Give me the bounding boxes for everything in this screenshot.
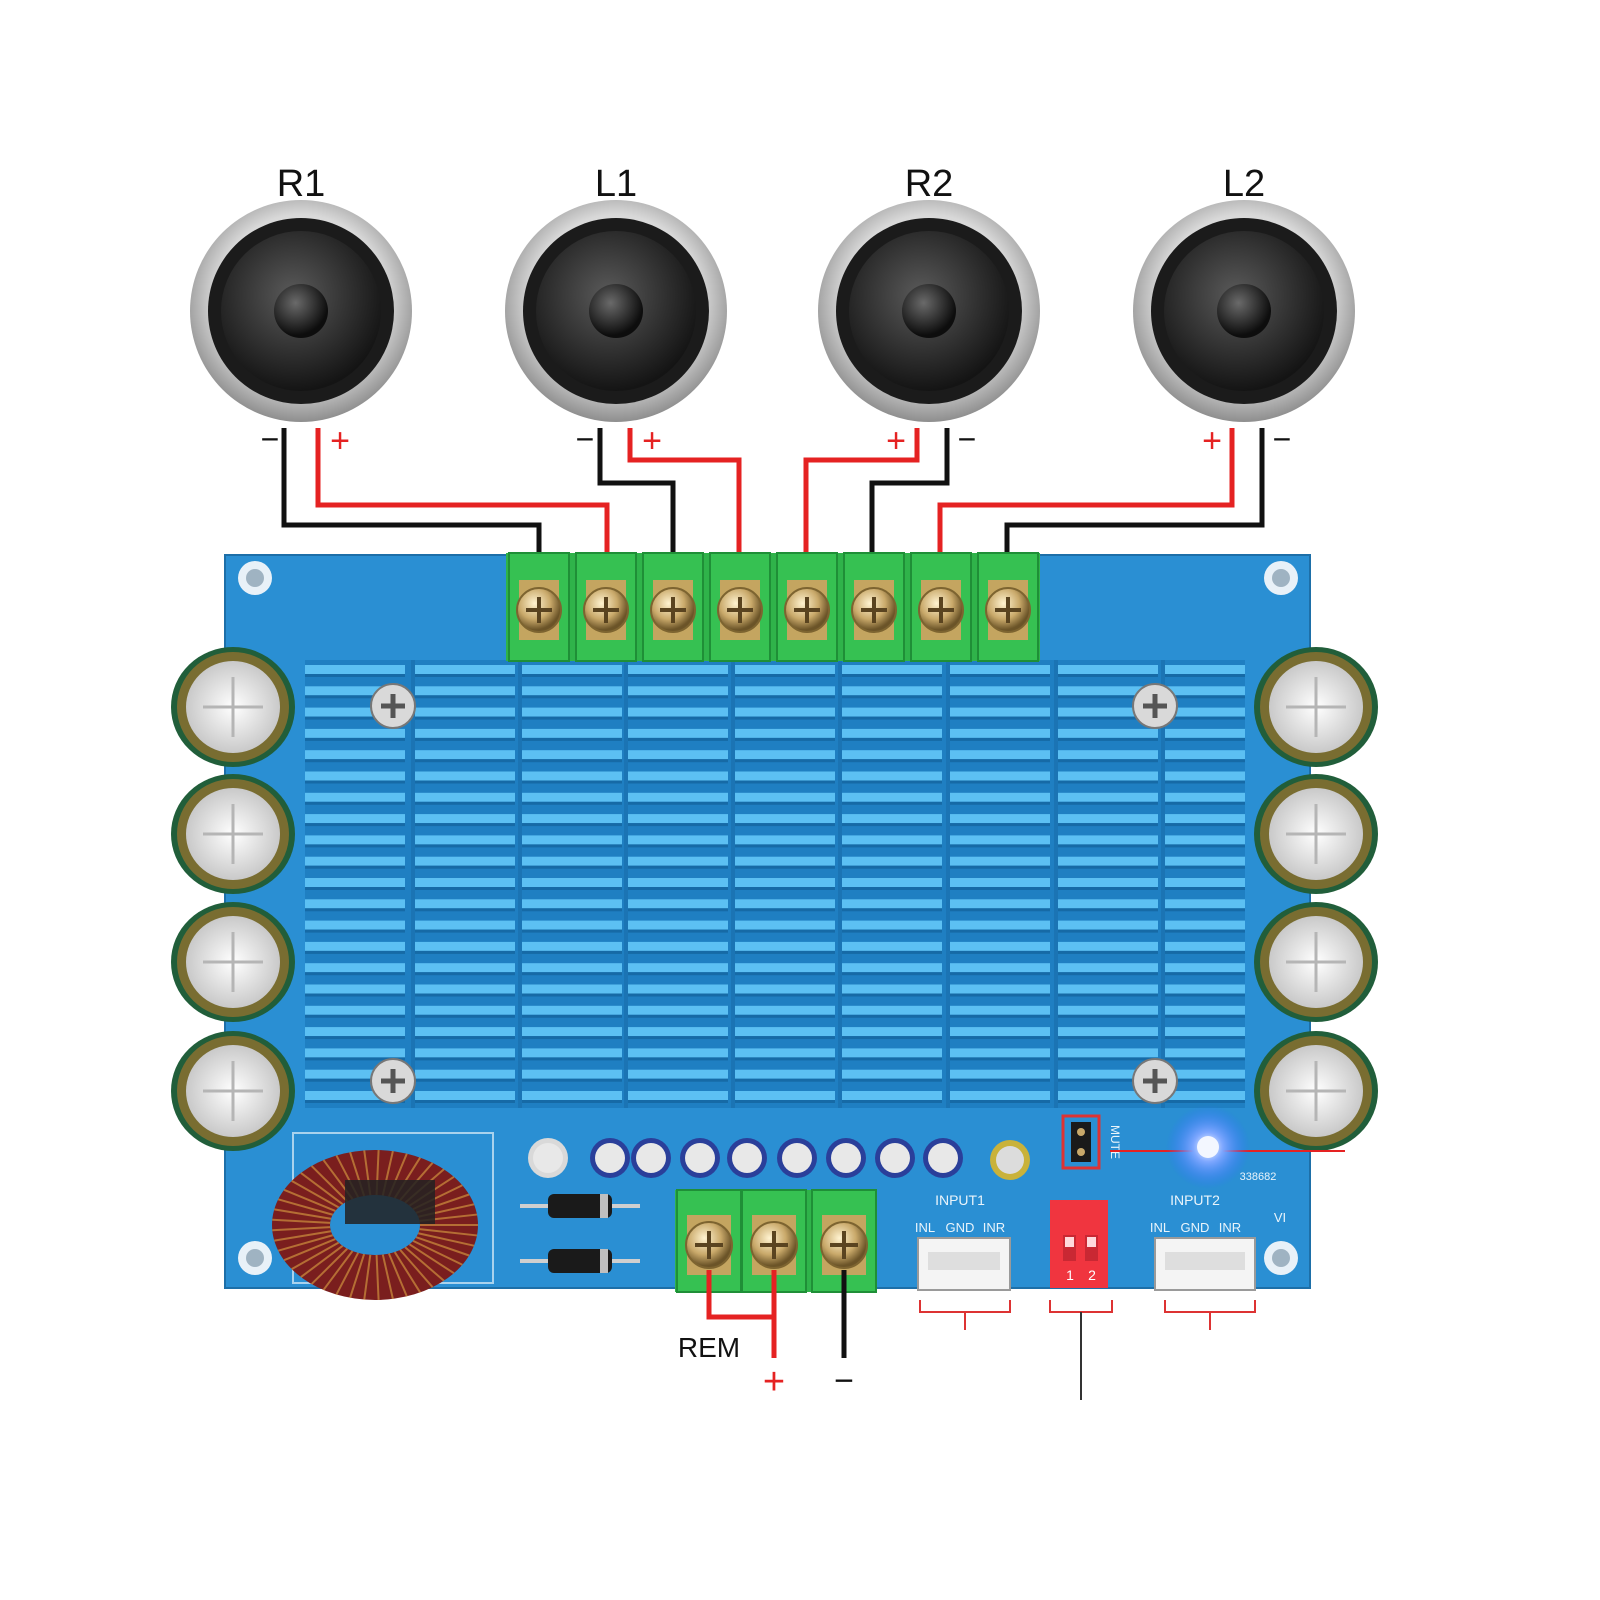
- l2-plus-wire: [937, 428, 1235, 558]
- speaker-plus-label: +: [886, 422, 906, 460]
- dip-label-2: 2: [1088, 1267, 1096, 1283]
- speaker-wires: [281, 428, 1265, 558]
- speaker-label: L2: [1223, 163, 1265, 205]
- v-label: VI: [1274, 1210, 1286, 1225]
- r1-minus-wire: [281, 428, 542, 558]
- power-plus-label: +: [763, 1361, 785, 1403]
- small-capacitors: [528, 1138, 1030, 1180]
- input1-pin-gnd: GND: [946, 1220, 975, 1235]
- speaker-minus-label: −: [576, 421, 595, 457]
- r2-minus-wire: [869, 428, 950, 558]
- speaker-label: R1: [277, 163, 326, 205]
- mute-label: MUTE: [1108, 1125, 1122, 1159]
- dip-label-1: 1: [1066, 1267, 1074, 1283]
- speaker-minus-label: −: [261, 421, 280, 457]
- r2-plus-wire: [803, 428, 920, 558]
- rem-wire: [706, 1270, 774, 1320]
- rem-label: REM: [678, 1332, 740, 1363]
- callout-brackets: [919, 1300, 1256, 1330]
- speaker-l1: L1 − +: [505, 163, 727, 460]
- toroid-inductor: [272, 1132, 494, 1300]
- speaker-l2: L2 + −: [1133, 163, 1355, 460]
- input1-title: INPUT1: [935, 1192, 985, 1208]
- l1-plus-wire: [627, 428, 742, 558]
- l1-minus-wire: [597, 428, 676, 558]
- speaker-terminal-block: [506, 552, 1040, 662]
- speaker-plus-label: +: [642, 422, 662, 460]
- speaker-plus-label: +: [1202, 422, 1222, 460]
- input2-title: INPUT2: [1170, 1192, 1220, 1208]
- mounting-holes: [238, 561, 1298, 1275]
- speaker-r2: R2 + −: [818, 163, 1040, 460]
- input2-pin-gnd: GND: [1181, 1220, 1210, 1235]
- speaker-label: L1: [595, 163, 637, 205]
- speaker-minus-label: −: [1273, 421, 1292, 457]
- speaker-r1: R1 − +: [190, 163, 412, 460]
- dip-switch: 1 2: [1050, 1200, 1108, 1288]
- speaker-plus-label: +: [330, 422, 350, 460]
- amplifier-board: INPUT1 INL GND INR INPUT2 INL GND INR 1 …: [171, 552, 1378, 1300]
- input1-connector: INPUT1 INL GND INR: [915, 1192, 1011, 1291]
- l2-minus-wire: [1004, 428, 1265, 558]
- speaker-minus-label: −: [958, 421, 977, 457]
- input2-pin-inl: INL: [1150, 1220, 1170, 1235]
- input2-connector: INPUT2 INL GND INR: [1150, 1192, 1256, 1291]
- r1-plus-wire: [315, 428, 610, 558]
- speaker-label: R2: [905, 163, 954, 205]
- input1-pin-inl: INL: [915, 1220, 935, 1235]
- status-led: 338682: [1110, 1105, 1345, 1189]
- heatsink-screws: [370, 683, 1178, 1104]
- heatsink: [305, 660, 1245, 1108]
- input1-pin-inr: INR: [983, 1220, 1005, 1235]
- power-minus-label: −: [834, 1362, 854, 1400]
- diodes: [520, 1194, 640, 1273]
- large-capacitors: [171, 647, 1378, 1151]
- power-wires: [706, 1270, 847, 1358]
- input2-pin-inr: INR: [1219, 1220, 1241, 1235]
- board-code: 338682: [1240, 1171, 1277, 1183]
